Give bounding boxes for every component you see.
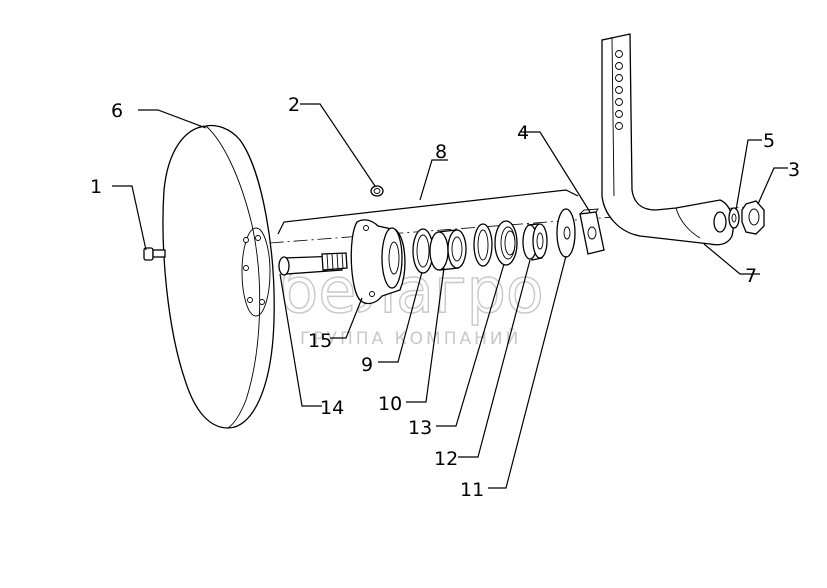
washer-part — [728, 207, 740, 229]
callout-1: 1 — [90, 176, 102, 198]
callout-labels: 1 2 3 4 5 6 7 8 9 10 11 12 13 14 15 — [90, 94, 800, 501]
bolt-part — [143, 247, 166, 261]
hub-assembly-bracket — [277, 189, 579, 235]
callout-5: 5 — [763, 130, 775, 152]
callout-9: 9 — [361, 354, 373, 376]
callout-2: 2 — [288, 94, 300, 116]
disc-part — [162, 124, 275, 429]
ring-part — [473, 223, 493, 267]
leader-lines — [112, 103, 788, 489]
hub-part — [350, 219, 406, 305]
callout-14: 14 — [320, 397, 344, 419]
callout-3: 3 — [788, 159, 800, 181]
callout-6: 6 — [111, 100, 123, 122]
bearing-2-part — [494, 220, 518, 266]
watermark: белагро ГРУППА КОМПАНИЙ — [191, 244, 545, 349]
watermark-subtitle: ГРУППА КОМПАНИЙ — [300, 327, 521, 349]
callout-13: 13 — [408, 417, 432, 439]
axle-part — [278, 252, 348, 276]
callout-8: 8 — [435, 141, 447, 163]
callout-15: 15 — [308, 330, 332, 352]
bearing-part — [429, 229, 467, 271]
nut-part — [741, 200, 765, 235]
callout-12: 12 — [434, 448, 458, 470]
callout-4: 4 — [517, 122, 529, 144]
spacer-bushing-part — [522, 223, 548, 261]
grease-nipple-part — [370, 185, 384, 197]
callout-10: 10 — [378, 393, 402, 415]
bracket-plate-part — [579, 208, 605, 255]
callout-7: 7 — [745, 265, 757, 287]
arm-part — [601, 33, 734, 246]
callout-11: 11 — [460, 479, 484, 501]
washer-large-part — [556, 208, 576, 258]
